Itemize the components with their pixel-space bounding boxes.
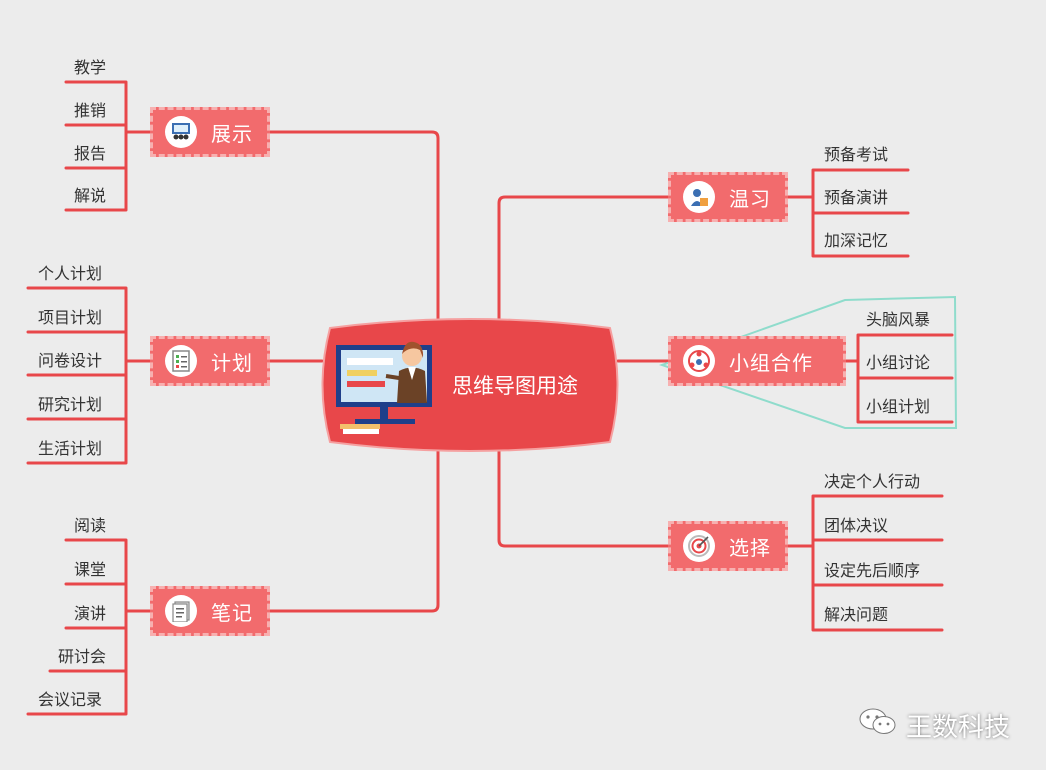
leaf-biji-5[interactable]: 会议记录 (38, 690, 103, 709)
branch-label: 笔记 (211, 600, 253, 625)
leaf-zhanshi-4[interactable]: 解说 (74, 186, 107, 205)
connector-xuanze (497, 441, 670, 548)
leaf-xuanze-2[interactable]: 团体决议 (824, 516, 889, 535)
presentation-icon (165, 116, 197, 148)
subtree-biji (26, 538, 152, 716)
leaf-zhanshi-1[interactable]: 教学 (74, 58, 107, 77)
leaf-xiaozu-3[interactable]: 小组计划 (866, 397, 931, 416)
leaf-xuanze-3[interactable]: 设定先后顺序 (824, 561, 921, 580)
branch-label: 选择 (729, 535, 771, 560)
leaf-biji-4[interactable]: 研讨会 (58, 647, 107, 666)
review-icon (683, 181, 715, 213)
subtree-jihua (26, 286, 152, 465)
leaf-zhanshi-3[interactable]: 报告 (74, 144, 107, 163)
leaf-biji-2[interactable]: 课堂 (74, 560, 107, 579)
leaf-jihua-4[interactable]: 研究计划 (38, 395, 103, 414)
leaf-biji-1[interactable]: 阅读 (74, 516, 107, 535)
leaf-xuanze-1[interactable]: 决定个人行动 (824, 472, 921, 491)
subtree-wenxi (786, 168, 910, 258)
branch-xiaozu[interactable]: 小组合作 (668, 336, 846, 386)
leaf-wenxi-3[interactable]: 加深记忆 (824, 231, 889, 250)
notes-icon (165, 595, 197, 627)
branch-label: 展示 (211, 121, 253, 146)
leaf-jihua-3[interactable]: 问卷设计 (38, 351, 103, 370)
highlight-outline (658, 295, 958, 429)
leaf-jihua-2[interactable]: 项目计划 (38, 308, 103, 327)
branch-xuanze[interactable]: 选择 (668, 521, 788, 571)
target-icon (683, 530, 715, 562)
teacher-illustration (336, 341, 432, 434)
connector-biji (268, 441, 440, 613)
subtree-xuanze (786, 494, 944, 632)
subtree-xiaozu (844, 333, 954, 424)
leaf-jihua-5[interactable]: 生活计划 (38, 439, 103, 458)
connector-wenxi (497, 195, 670, 328)
leaf-xiaozu-1[interactable]: 头脑风暴 (866, 310, 931, 329)
leaf-wenxi-2[interactable]: 预备演讲 (824, 188, 889, 207)
branch-zhanshi[interactable]: 展示 (150, 107, 270, 157)
branch-jihua[interactable]: 计划 (150, 336, 270, 386)
branch-label: 计划 (211, 350, 253, 375)
watermark-text: 王数科技 (906, 713, 1011, 743)
central-topic-label[interactable]: 思维导图用途 (452, 374, 578, 398)
leaf-biji-3[interactable]: 演讲 (74, 604, 107, 623)
leaf-jihua-1[interactable]: 个人计划 (38, 264, 103, 283)
branch-label: 温习 (729, 186, 771, 211)
leaf-wenxi-1[interactable]: 预备考试 (824, 145, 889, 164)
branch-biji[interactable]: 笔记 (150, 586, 270, 636)
leaf-xiaozu-2[interactable]: 小组讨论 (866, 353, 931, 372)
subtree-zhanshi (64, 80, 152, 212)
leaf-xuanze-4[interactable]: 解决问题 (824, 605, 889, 624)
watermark: 王数科技 (858, 706, 1010, 745)
leaf-zhanshi-2[interactable]: 推销 (74, 101, 107, 120)
checklist-icon (165, 345, 197, 377)
branch-wenxi[interactable]: 温习 (668, 172, 788, 222)
connector-zhanshi (268, 130, 440, 328)
branch-label: 小组合作 (729, 350, 813, 375)
team-icon (683, 345, 715, 377)
wechat-icon (858, 706, 898, 745)
